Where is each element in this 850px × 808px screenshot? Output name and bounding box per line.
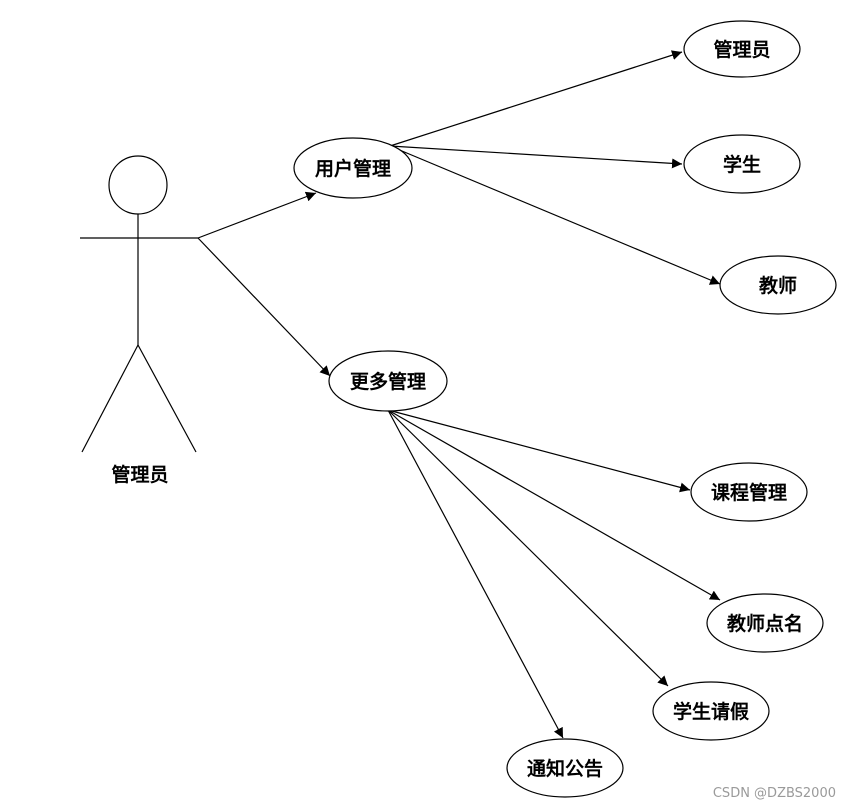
use-case-notice-label: 通知公告	[527, 757, 603, 780]
actor-figure	[80, 155, 198, 453]
use-case-admin-label: 管理员	[713, 38, 770, 61]
actor-label: 管理员	[111, 463, 168, 486]
use-case-more-mgmt: 更多管理	[328, 350, 448, 412]
use-case-student-leave-label: 学生请假	[673, 700, 749, 723]
use-case-course-mgmt-label: 课程管理	[711, 481, 787, 504]
actor-head	[108, 155, 168, 215]
edge-more-mgmt-leave	[387, 409, 669, 687]
use-case-teacher: 教师	[719, 255, 837, 315]
use-case-admin: 管理员	[683, 20, 801, 78]
edge-user-mgmt-teacher	[389, 145, 721, 285]
use-case-teacher-rollcall: 教师点名	[706, 593, 824, 653]
edge-more-mgmt-course	[387, 409, 691, 493]
edge-more-mgmt-notice	[387, 409, 564, 739]
use-case-notice: 通知公告	[506, 738, 624, 798]
use-case-student-label: 学生	[723, 153, 761, 176]
use-case-user-mgmt-label: 用户管理	[315, 157, 391, 180]
watermark: CSDN @DZBS2000	[713, 786, 836, 801]
edge-actor-user-mgmt	[197, 191, 317, 239]
actor-left-leg	[81, 344, 139, 453]
edge-actor-more-mgmt	[197, 237, 331, 377]
edge-user-mgmt-student	[389, 145, 683, 169]
actor-right-leg	[137, 344, 197, 453]
use-case-course-mgmt: 课程管理	[690, 462, 808, 522]
use-case-teacher-rollcall-label: 教师点名	[727, 612, 803, 635]
use-case-user-mgmt: 用户管理	[293, 137, 413, 199]
use-case-more-mgmt-label: 更多管理	[350, 370, 426, 393]
use-case-student-leave: 学生请假	[652, 681, 770, 741]
edge-more-mgmt-rollcall	[387, 409, 721, 601]
use-case-student: 学生	[683, 134, 801, 194]
edge-user-mgmt-admin	[389, 50, 683, 147]
use-case-teacher-label: 教师	[759, 274, 797, 297]
